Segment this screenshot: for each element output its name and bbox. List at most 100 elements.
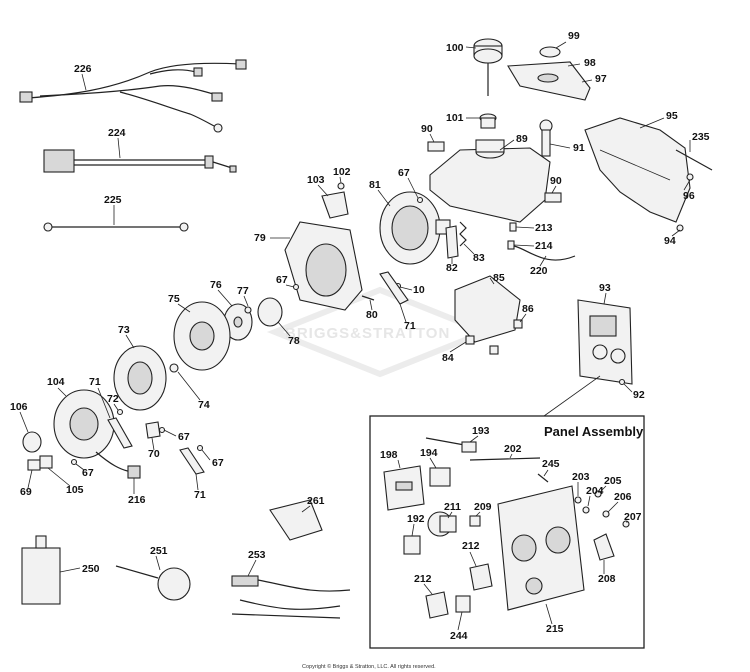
part-215-panel-plate[interactable] [497, 485, 585, 611]
part-213-clamp[interactable] [509, 222, 517, 232]
callout-81: 81 [369, 179, 381, 191]
part-207-screw[interactable] [622, 520, 630, 528]
part-78-coupler[interactable] [257, 297, 283, 327]
callout-94: 94 [664, 235, 676, 247]
part-251-funnel[interactable] [115, 565, 191, 601]
callout-89: 89 [516, 133, 528, 145]
part-253-charging-cables[interactable] [231, 575, 351, 619]
part-93-control-panel[interactable] [577, 299, 633, 385]
part-209-clip[interactable] [469, 515, 481, 527]
part-250-oil-bottle[interactable] [21, 535, 61, 605]
part-203-washer[interactable] [574, 496, 582, 504]
part-105-clip[interactable] [39, 455, 53, 469]
part-97-cover[interactable] [507, 61, 591, 101]
part-204-washer[interactable] [582, 506, 590, 514]
part-225-ground-wire[interactable] [43, 222, 189, 232]
callout-71c: 71 [194, 489, 206, 501]
part-67b-screw[interactable] [292, 283, 300, 291]
part-208-breaker[interactable] [593, 533, 615, 561]
part-193-knob[interactable] [425, 437, 477, 453]
part-69-clip[interactable] [27, 459, 41, 471]
part-100-fuel-cap[interactable] [473, 38, 503, 96]
part-91-fuel-valve[interactable] [539, 119, 553, 157]
callout-105: 105 [66, 484, 84, 496]
part-90-foam[interactable] [427, 141, 445, 152]
part-101-strainer[interactable] [479, 113, 497, 129]
part-214-clamp[interactable] [507, 240, 515, 250]
part-192-cover[interactable] [403, 535, 421, 555]
callout-75: 75 [168, 293, 180, 305]
part-244-cap[interactable] [455, 595, 471, 613]
part-70-bracket[interactable] [145, 421, 161, 439]
part-104-stator[interactable] [53, 389, 115, 459]
callout-70: 70 [148, 448, 160, 460]
part-67d-screw[interactable] [70, 458, 78, 466]
part-216-harness[interactable] [95, 451, 141, 479]
part-102-screw[interactable] [337, 182, 345, 190]
callout-73: 73 [118, 324, 130, 336]
callout-80: 80 [366, 309, 378, 321]
part-202-rod[interactable] [469, 457, 541, 461]
callout-216: 216 [128, 494, 146, 506]
part-245-screw[interactable] [537, 473, 549, 483]
callout-205: 205 [604, 475, 622, 487]
part-72-screw[interactable] [116, 408, 124, 416]
part-67e-screw[interactable] [196, 444, 204, 452]
part-71c-bracket[interactable] [179, 447, 205, 475]
part-76-hub[interactable] [223, 303, 253, 341]
callout-labels: 226 224 225 100 99 98 97 101 90 89 91 95… [10, 30, 710, 642]
callout-235: 235 [692, 131, 710, 143]
part-82-clip[interactable] [445, 225, 459, 259]
callout-244: 244 [450, 630, 468, 642]
part-90b-foam[interactable] [544, 192, 562, 203]
part-79-blower-housing[interactable] [284, 221, 363, 311]
part-261-bag[interactable] [269, 499, 323, 541]
part-106-seal[interactable] [22, 431, 42, 453]
part-212b-outlet[interactable] [425, 591, 449, 619]
part-194-switch[interactable] [429, 467, 451, 487]
part-86-screw[interactable] [513, 319, 523, 329]
part-103-switch[interactable] [321, 191, 349, 219]
part-71-bracket[interactable] [379, 271, 409, 305]
callout-194: 194 [420, 447, 438, 459]
part-94-screw[interactable] [676, 224, 684, 232]
part-71b-bracket[interactable] [107, 417, 133, 449]
part-220-fuel-line[interactable] [513, 245, 576, 261]
callout-71: 71 [404, 320, 416, 332]
part-92-screw[interactable] [618, 378, 626, 386]
part-96-screw[interactable] [686, 173, 694, 181]
part-89-fuel-tank[interactable] [429, 139, 551, 223]
callout-71b: 71 [89, 376, 101, 388]
part-74-nut[interactable] [169, 363, 179, 373]
part-67c-screw[interactable] [158, 426, 166, 434]
callout-103: 103 [307, 174, 325, 186]
part-99-gasket[interactable] [539, 46, 561, 58]
part-85-inverter[interactable] [454, 275, 521, 343]
part-80-bolt[interactable] [361, 295, 375, 301]
callout-93: 93 [599, 282, 611, 294]
part-198-display[interactable] [383, 465, 425, 511]
part-212-outlet[interactable] [469, 563, 493, 591]
part-84-nut[interactable] [465, 335, 499, 355]
callout-67e: 67 [212, 457, 224, 469]
part-226-wiring-harness[interactable] [19, 59, 247, 133]
callout-72: 72 [107, 393, 119, 405]
part-211-outlet[interactable] [427, 511, 457, 537]
part-235-strip[interactable] [675, 149, 713, 171]
part-83-spring[interactable] [459, 221, 467, 247]
part-81-rewind-starter[interactable] [379, 191, 451, 265]
part-77-nut[interactable] [244, 306, 252, 314]
callout-212: 212 [462, 540, 480, 552]
callout-208: 208 [598, 573, 616, 585]
part-206-nut[interactable] [602, 510, 610, 518]
part-205-nut[interactable] [594, 490, 602, 498]
part-73-rotor[interactable] [113, 345, 167, 411]
part-95-side-panel[interactable] [584, 117, 691, 223]
callout-261: 261 [307, 495, 325, 507]
callout-225: 225 [104, 194, 122, 206]
part-75-fan[interactable] [173, 301, 231, 371]
callout-96: 96 [683, 190, 695, 202]
part-67-screw[interactable] [416, 196, 424, 204]
part-224-wire[interactable] [43, 149, 237, 173]
